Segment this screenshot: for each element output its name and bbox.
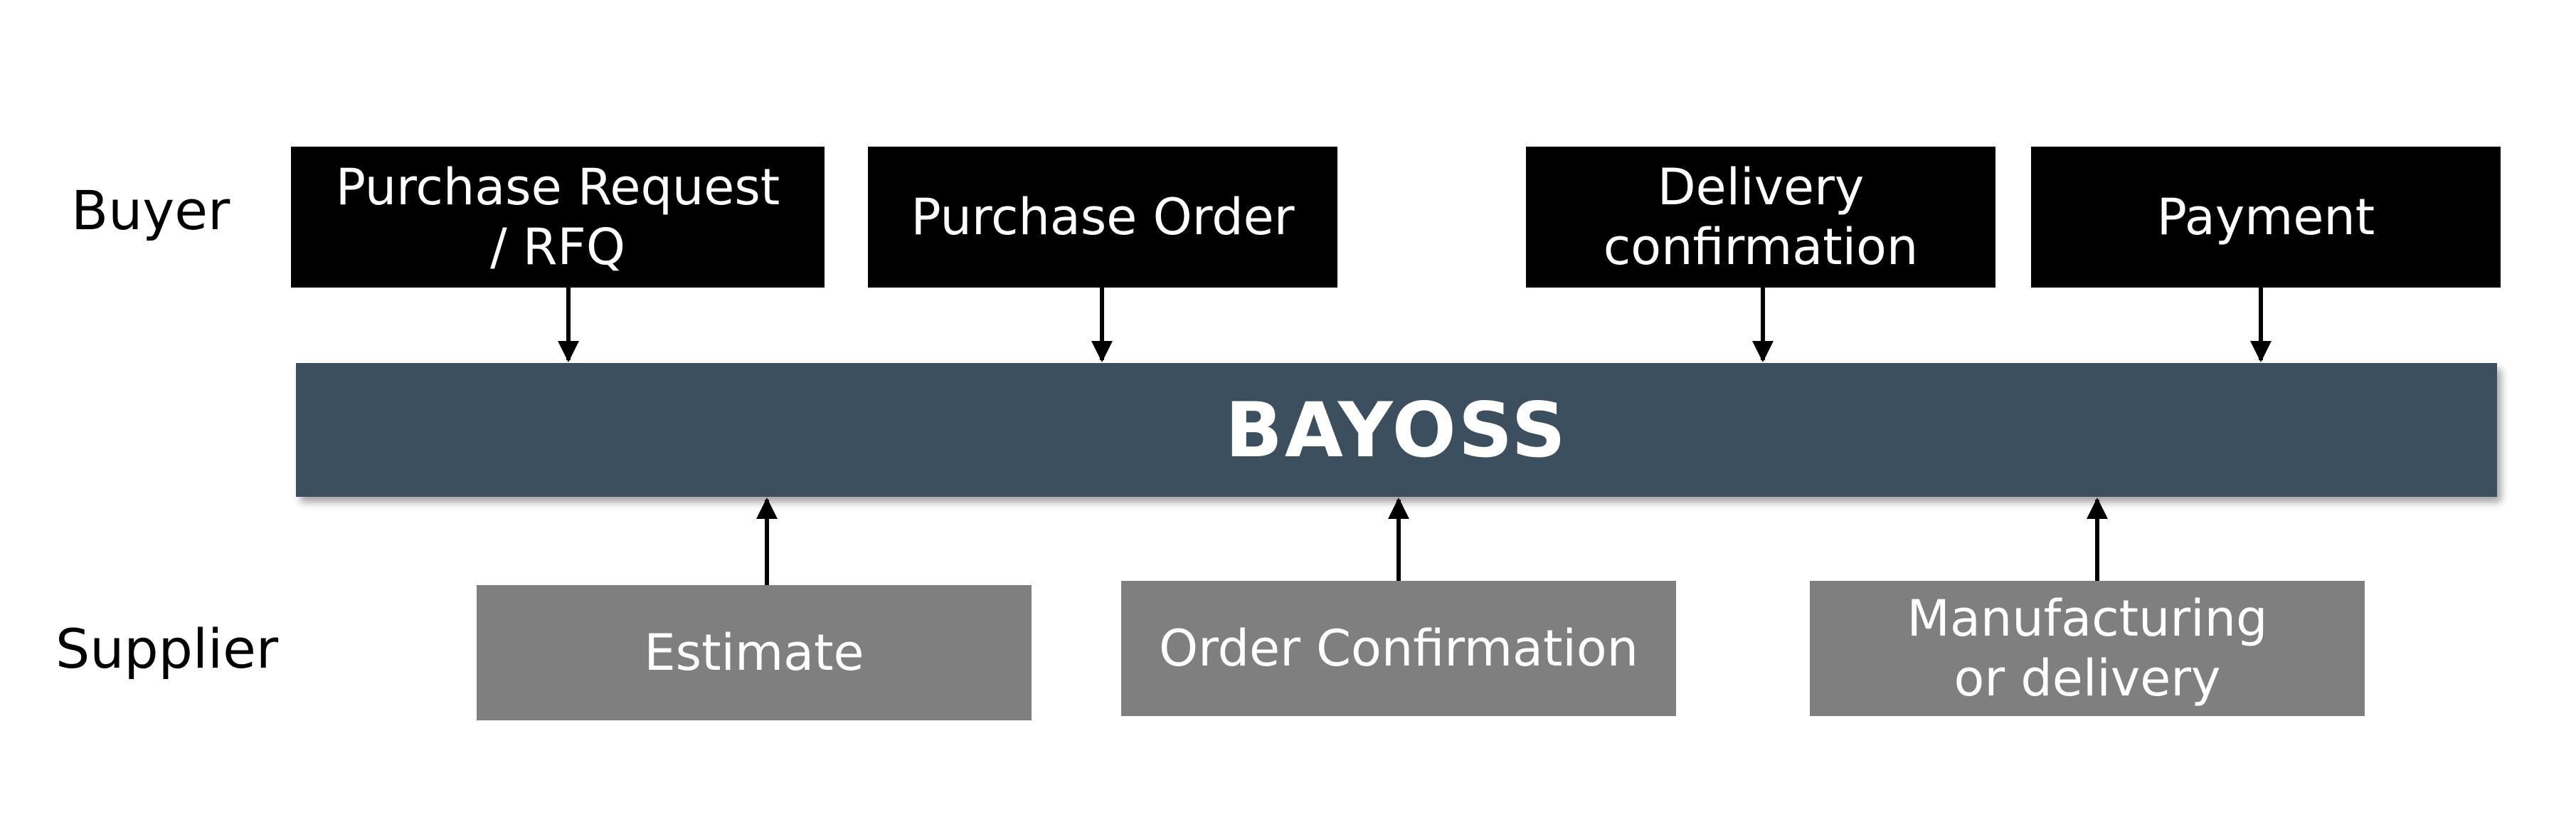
order-confirmation-box: Order Confirmation <box>1121 581 1676 716</box>
purchase-order-box: Purchase Order <box>868 147 1337 288</box>
bayoss-hub: BAYOSS <box>296 363 2497 497</box>
payment-box: Payment <box>2031 147 2501 288</box>
buyer-row-label: Buyer <box>71 179 230 242</box>
delivery-confirmation-box: Delivery confirmation <box>1526 147 1995 288</box>
estimate-box: Estimate <box>477 585 1032 720</box>
purchase-request-rfq-box: Purchase Request / RFQ <box>291 147 825 288</box>
supplier-row-label: Supplier <box>55 617 279 680</box>
manufacturing-or-delivery-box: Manufacturing or delivery <box>1810 581 2365 716</box>
